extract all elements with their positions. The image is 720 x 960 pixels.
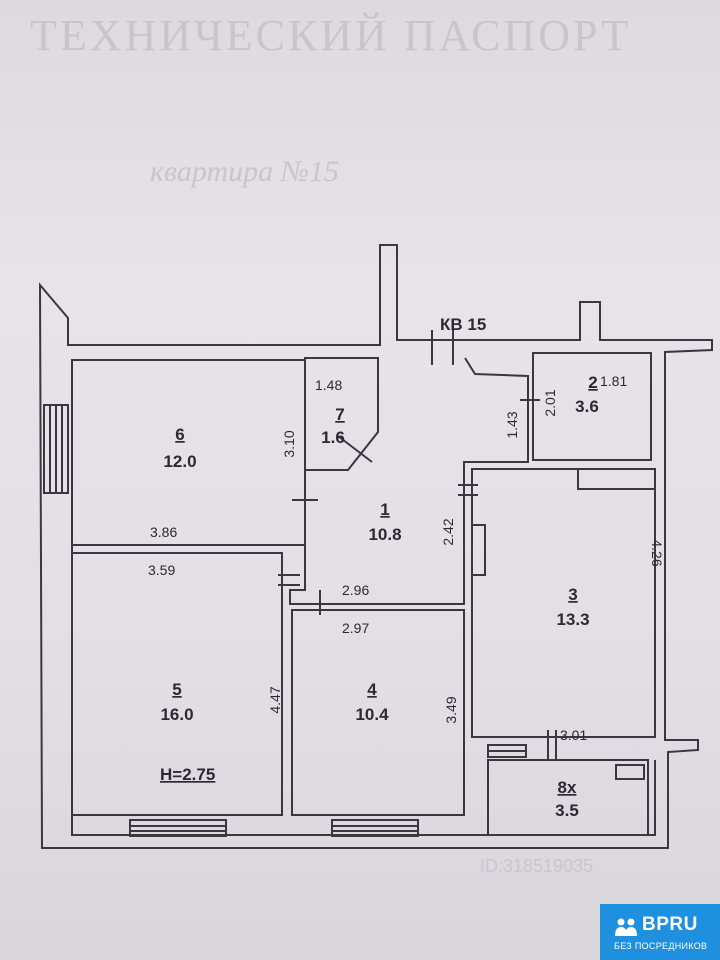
dim-3-01: 3.01: [560, 727, 587, 743]
room-label-5: 5: [172, 680, 181, 699]
room-label-2: 2: [588, 373, 597, 392]
bpru-badge[interactable]: BPRU БЕЗ ПОСРЕДНИКОВ: [600, 904, 720, 960]
ceiling-height: Н=2.75: [160, 765, 215, 784]
room-label-6: 6: [175, 425, 184, 444]
room-2-outline: [532, 352, 652, 461]
window-room-4: [331, 819, 419, 837]
faded-header-subtitle: квартира №15: [150, 155, 339, 188]
dim-2-42: 2.42: [440, 518, 456, 545]
watermark-id: ID:318519035: [480, 856, 593, 876]
window-room-5: [129, 819, 227, 837]
dim-4-47: 4.47: [267, 686, 283, 713]
room-area-7: 1.6: [321, 428, 345, 447]
room-area-2: 3.6: [575, 397, 599, 416]
dim-1-43: 1.43: [504, 411, 520, 438]
room-1-outline: [289, 357, 529, 605]
room-area-1: 10.8: [368, 525, 401, 544]
room-area-4: 10.4: [355, 705, 389, 724]
people-icon: [615, 918, 637, 936]
room-4-outline: [291, 609, 465, 816]
dim-1-81: 1.81: [600, 373, 627, 389]
dim-2-01: 2.01: [542, 389, 558, 416]
room-area-3: 13.3: [556, 610, 589, 629]
dim-3-59: 3.59: [148, 562, 175, 578]
room-7-outline: [304, 357, 379, 471]
room-5-outline: [71, 552, 283, 816]
room-area-5: 16.0: [160, 705, 193, 724]
room-label-8: 8х: [558, 778, 577, 797]
dim-3-10: 3.10: [281, 430, 297, 457]
dim-1-48: 1.48: [315, 377, 342, 393]
dim-2-96: 2.96: [342, 582, 369, 598]
room-label-1: 1: [380, 500, 389, 519]
faded-header-title: ТЕХНИЧЕСКИЙ ПАСПОРТ: [30, 11, 631, 60]
room-area-6: 12.0: [163, 452, 196, 471]
dim-3-86: 3.86: [150, 524, 177, 540]
apartment-label: КВ 15: [440, 315, 486, 334]
room-area-8: 3.5: [555, 801, 579, 820]
room-8-outline: [487, 759, 649, 836]
room-label-3: 3: [568, 585, 577, 604]
dim-4-26: 4.26: [649, 539, 665, 566]
room-label-4: 4: [367, 680, 377, 699]
dim-3-49: 3.49: [443, 696, 459, 723]
dim-2-97: 2.97: [342, 620, 369, 636]
badge-subtitle: БЕЗ ПОСРЕДНИКОВ: [614, 941, 708, 951]
outer-wall: [38, 244, 713, 849]
room-3-outline: [471, 468, 656, 738]
badge-title: BPRU: [642, 914, 698, 935]
room-label-7: 7: [335, 405, 344, 424]
